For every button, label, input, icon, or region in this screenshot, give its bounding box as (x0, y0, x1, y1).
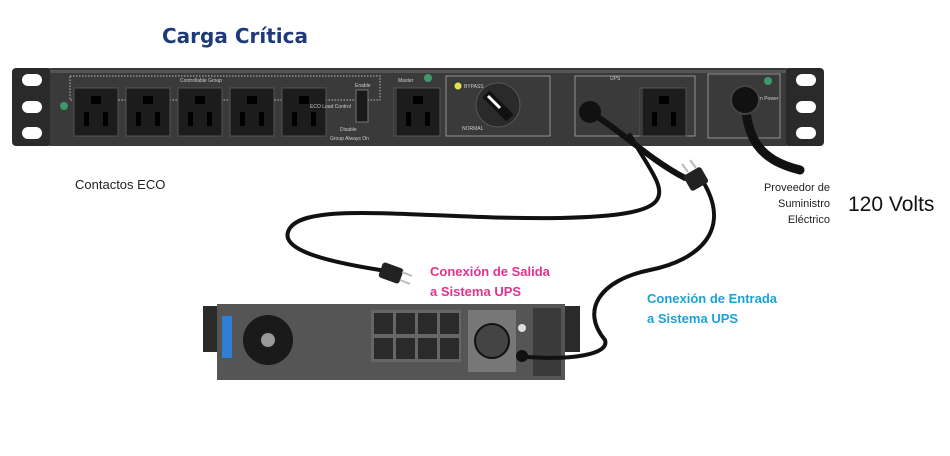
bypass-led-icon (454, 82, 462, 90)
eco-load-control-label: ECO Load Control (310, 104, 351, 110)
ups-outlet (440, 338, 459, 359)
normal-label: NORMAL (462, 126, 484, 132)
plug-icon (378, 262, 413, 285)
provider-label: Proveedor de Suministro Eléctrico (748, 180, 830, 228)
main-power-led-icon (764, 77, 772, 85)
eco-outlets (73, 87, 327, 137)
voltage-label: 120 Volts (848, 193, 935, 216)
cables (285, 85, 805, 360)
controllable-group-label: Controllable Group (180, 78, 222, 84)
disable-label: Disable (340, 127, 357, 133)
main-power-label: Main Power (752, 96, 779, 102)
plug-icon (681, 159, 709, 191)
master-label: Master (398, 78, 414, 84)
provider-line: Suministro (778, 198, 830, 210)
output-line: a Sistema UPS (430, 284, 522, 299)
ups-unit (203, 304, 580, 380)
ups-outlet (374, 338, 393, 359)
ups-outlet (396, 313, 415, 334)
outlet (395, 87, 441, 137)
provider-line: Eléctrico (787, 214, 830, 226)
outlet (73, 87, 119, 137)
pdu-unit: Controllable Group Enable ECO Load Contr… (12, 68, 824, 146)
input-line: a Sistema UPS (647, 311, 739, 326)
outlet (177, 87, 223, 137)
ups-outlet (440, 313, 459, 334)
bypass-label: BYPASS (464, 84, 484, 90)
ups-label: UPS (610, 76, 621, 82)
provider-line: Proveedor de (763, 182, 830, 194)
ups-outlet (418, 313, 437, 334)
page-title: Carga Crítica (162, 24, 308, 48)
input-connection-label: Conexión de Entrada a Sistema UPS (647, 289, 777, 329)
ups-outlet (418, 338, 437, 359)
ups-output-cable (285, 133, 662, 272)
ups-outlet (374, 313, 393, 334)
outlet (125, 87, 171, 137)
eco-load-switch[interactable] (355, 89, 369, 123)
output-connection-label: Conexión de Salida a Sistema UPS (430, 262, 550, 302)
ups-input-cable (526, 183, 716, 360)
output-line: Conexión de Salida (430, 264, 550, 279)
ups-outlet (396, 338, 415, 359)
outlet (281, 87, 327, 137)
pdu-to-ups-cable (587, 109, 688, 181)
group-always-on-label: Group Always On (330, 136, 369, 142)
master-led-icon (424, 74, 432, 82)
eco-outlets-label: Contactos ECO (75, 177, 166, 192)
enable-label: Enable (355, 83, 371, 89)
outlet (641, 87, 687, 137)
led-icon (60, 102, 68, 110)
input-line: Conexión de Entrada (647, 291, 778, 306)
outlet (229, 87, 275, 137)
